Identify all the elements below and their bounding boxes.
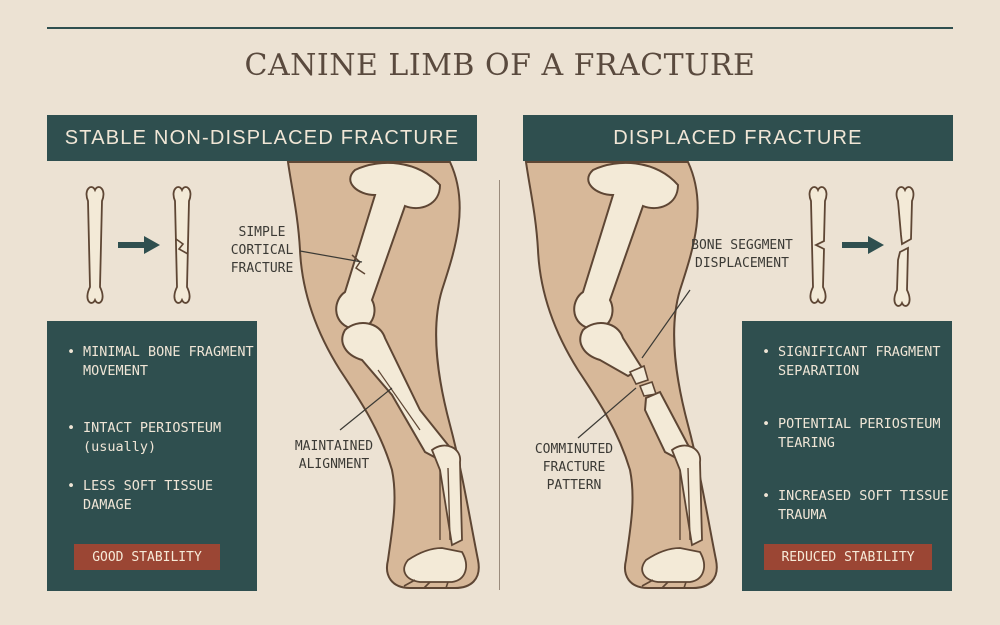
right-limb: [524, 161, 718, 589]
left-info-panel: MINIMAL BONE FRAGMENT MOVEMENT INTACT PE…: [47, 321, 257, 591]
bone-icon-displaced: [893, 186, 915, 307]
list-item: MINIMAL BONE FRAGMENT MOVEMENT: [65, 343, 265, 381]
right-heading: DISPLACED FRACTURE: [523, 115, 953, 161]
left-heading: STABLE NON-DISPLACED FRACTURE: [47, 115, 477, 161]
left-limb: [286, 161, 480, 589]
list-item: INTACT PERIOSTEUM (usually): [65, 419, 265, 457]
bone-icon-broken: [808, 186, 828, 304]
right-info-panel: SIGNIFICANT FRAGMENT SEPARATION POTENTIA…: [742, 321, 952, 591]
list-item: INCREASED SOFT TISSUE TRAUMA: [760, 487, 960, 525]
arrow-right-icon: [118, 236, 160, 254]
callout-maintained-alignment: MAINTAINED ALIGNMENT: [294, 439, 374, 472]
stability-badge-good: GOOD STABILITY: [74, 544, 220, 570]
arrow-right-icon-2: [842, 236, 884, 254]
list-item: POTENTIAL PERIOSTEUM TEARING: [760, 415, 960, 453]
top-rule: [47, 27, 953, 29]
bone-icon-intact: [85, 186, 105, 304]
list-item: LESS SOFT TISSUE DAMAGE: [65, 477, 265, 515]
page-title: CANINE LIMB OF A FRACTURE: [244, 48, 756, 83]
callout-simple-cortical-fracture: SIMPLE CORTICAL FRACTURE: [230, 225, 294, 276]
bone-icon-crack: [172, 186, 192, 304]
callout-bone-segment-displacement: BONE SEGGMENT DISPLACEMENT: [691, 238, 793, 271]
center-divider: [499, 180, 500, 590]
callout-comminuted-fracture-pattern: COMMINUTED FRACTURE PATTERN: [534, 442, 614, 493]
list-item: SIGNIFICANT FRAGMENT SEPARATION: [760, 343, 960, 381]
stability-badge-reduced: REDUCED STABILITY: [764, 544, 932, 570]
